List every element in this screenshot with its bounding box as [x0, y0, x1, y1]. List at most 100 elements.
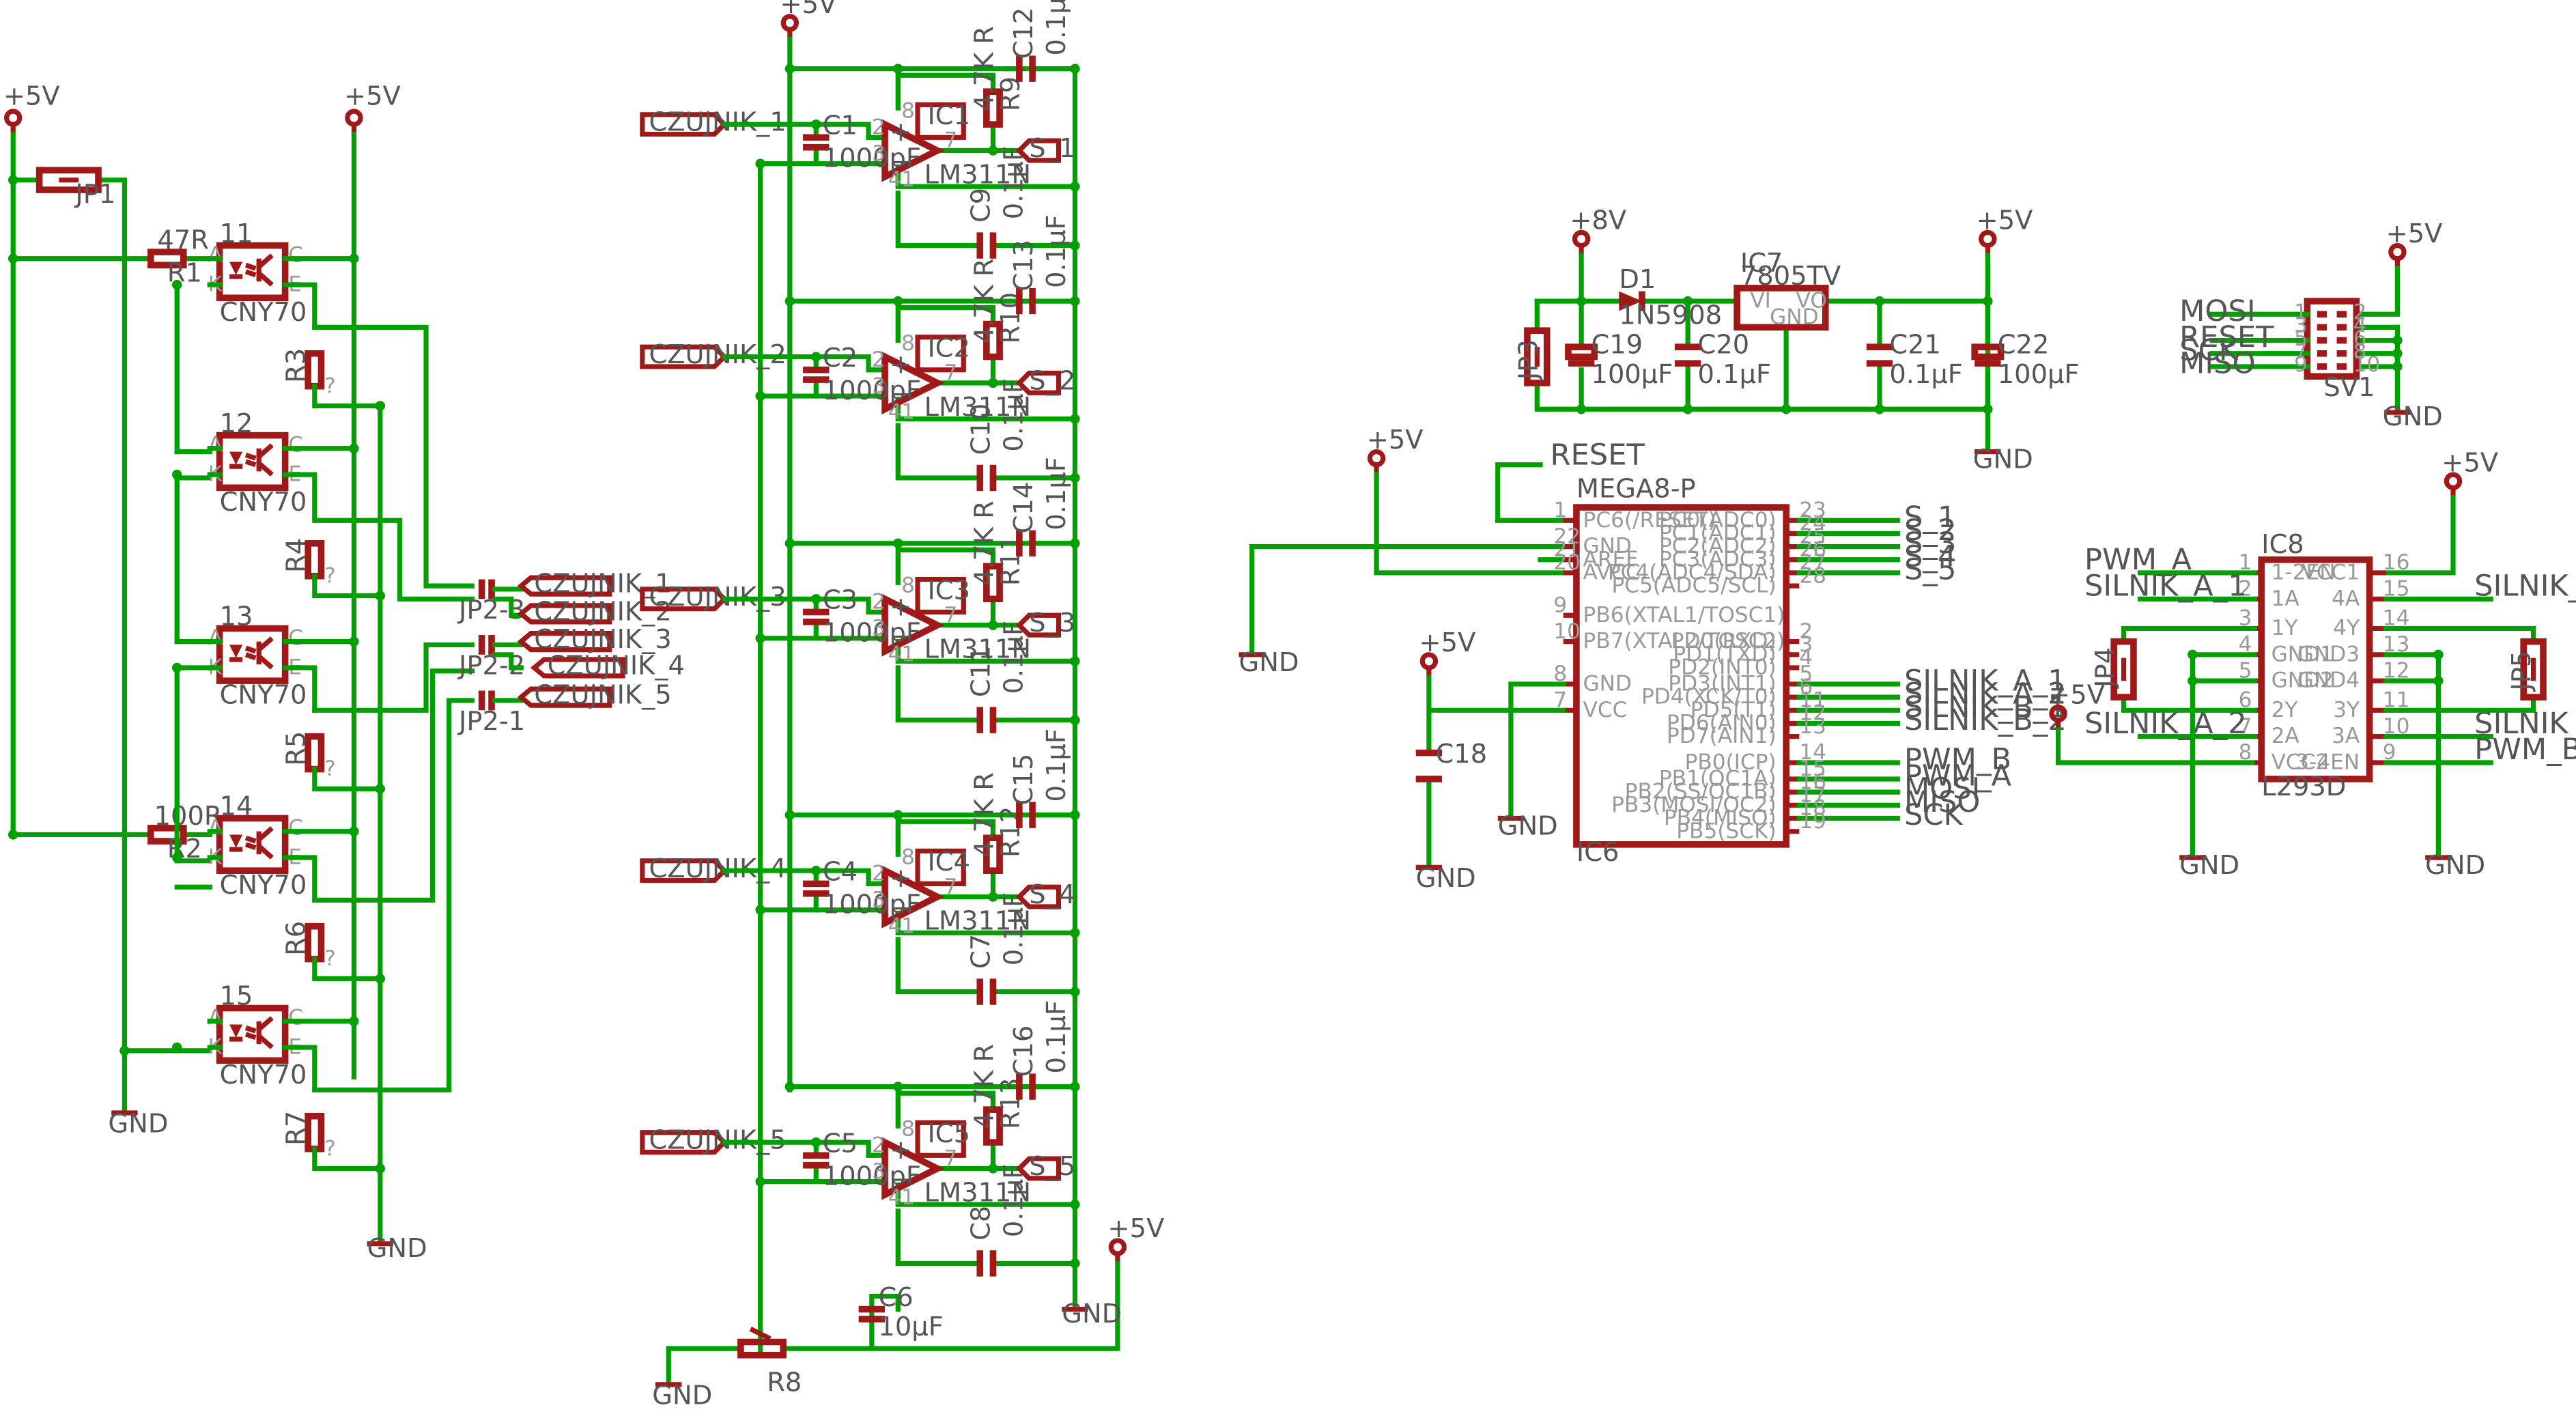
junction-dot — [375, 591, 386, 601]
isp-net-label: MISO — [2179, 347, 2255, 381]
pin-number: 3 — [872, 888, 886, 912]
junction-dot — [1070, 240, 1080, 251]
driver-pin-number: 16 — [2383, 550, 2410, 575]
gnd-label: GND — [1498, 810, 1558, 841]
opto-pin-c: C — [288, 1006, 303, 1030]
driver-pin-name: 1A — [2271, 586, 2300, 611]
jp5-jumper[interactable] — [2520, 638, 2547, 701]
jp4-jumper[interactable] — [2110, 638, 2137, 701]
opamp-minus: − — [890, 146, 911, 177]
junction-dot — [1070, 1081, 1080, 1092]
junction-dot — [811, 1137, 821, 1148]
isp-pin-number: 2 — [2353, 300, 2367, 324]
pin-number: 1 — [901, 1185, 915, 1210]
opamp-plus: + — [890, 1135, 911, 1165]
jp2-3-label: JP2-3 — [457, 595, 525, 625]
driver-pin-name: 3Y — [2333, 698, 2360, 722]
gnd-label: GND — [1062, 1299, 1122, 1329]
pull-resistor-value: ? — [324, 946, 336, 971]
c18-label: C18 — [1436, 739, 1488, 769]
pin-number: 7 — [944, 360, 957, 385]
net-flag — [517, 603, 612, 625]
supply-label: +5V — [344, 81, 401, 111]
gnd-label: GND — [1239, 647, 1299, 678]
opto-pin-a: A — [208, 1006, 223, 1030]
junction-dot — [8, 253, 18, 264]
gnd-label: GND — [2179, 850, 2239, 881]
driver-pin-name: GND1 — [2271, 642, 2334, 666]
supply-label: +8V — [1570, 206, 1626, 236]
resistor-r2 — [147, 825, 187, 845]
jp5-label: JP5 — [2506, 651, 2537, 692]
opto-part: CNY70 — [220, 1060, 307, 1090]
pin-number: 3 — [872, 1159, 886, 1184]
junction-dot — [1682, 404, 1693, 414]
net-flag-label: CZUJNIK_2 — [534, 596, 671, 627]
comparator-output-flag: S_2 — [1029, 366, 1075, 397]
mcu-pin-name: PC1(ADC1) — [1659, 521, 1777, 546]
opto-pin-a: A — [208, 815, 223, 840]
isp-pin-number: 4 — [2353, 313, 2367, 338]
pull-resistor-label: R4 — [281, 538, 311, 573]
gnd-label: GND — [1416, 863, 1476, 894]
mcu-pin-number: 13 — [1799, 714, 1826, 739]
isp-pin-number: 5 — [2294, 326, 2308, 351]
input-cap-value: 1000pF — [823, 376, 921, 406]
driver-pin-name: 2Y — [2271, 698, 2299, 722]
input-cap-value: 1000pF — [823, 618, 921, 649]
opto-part: CNY70 — [220, 487, 307, 518]
pin-number: 2 — [872, 348, 886, 372]
mcu-net-label: SILNIK_B_1 — [1904, 690, 2067, 724]
isp-pin-number: 10 — [2353, 352, 2381, 377]
pull-resistor-value: ? — [324, 1136, 336, 1161]
net-flag — [530, 657, 625, 679]
decoupling-cap-value: 0.1µF — [1041, 1000, 1072, 1073]
junction-dot — [172, 852, 182, 863]
mcu-net-label: MISO — [1904, 785, 1980, 819]
decoupling-cap-value: 0.1µF — [1041, 729, 1072, 802]
pull-resistor-label: R6 — [281, 921, 311, 956]
opto-pin-c: C — [288, 243, 303, 268]
pullup-value: 4.7K R — [969, 258, 1000, 343]
pot-r8[interactable] — [737, 1338, 787, 1359]
reg-cap-name: C21 — [1889, 330, 1941, 360]
comparator-chip: LM311N — [924, 906, 1031, 937]
opamp-plus: + — [890, 117, 911, 147]
junction-dot — [893, 810, 903, 820]
mcu-pin-name: PB1(OC1A) — [1659, 767, 1777, 791]
jp3-jumper[interactable] — [1524, 327, 1551, 386]
input-cap-name: C4 — [823, 857, 858, 888]
pullup-value: 4.7K R — [969, 1044, 1000, 1129]
supply-label: +5V — [2386, 218, 2443, 249]
driver-net-label: SILNIK_B_1 — [2474, 569, 2576, 604]
isp-header-sv1[interactable] — [2304, 298, 2360, 380]
driver-pin-name: GND4 — [2297, 668, 2360, 693]
net-flag-label: CZUJNIK_4 — [548, 651, 685, 681]
opto-part: CNY70 — [220, 680, 307, 711]
mcu-pin-number: 20 — [1553, 550, 1581, 575]
junction-dot — [1576, 404, 1587, 414]
reset-net-label: RESET — [1551, 438, 1645, 472]
pullup-name: R9 — [995, 76, 1026, 111]
junction-dot — [172, 469, 182, 480]
jp2-header[interactable] — [478, 579, 495, 711]
regulator-ic7 — [1733, 285, 1829, 331]
mcu-pin-number: 1 — [1553, 498, 1567, 522]
mcu-net-label: S_5 — [1904, 553, 1956, 587]
jp1-jumper[interactable] — [36, 167, 102, 193]
junction-dot — [119, 1045, 130, 1056]
pull-resistor-value: ? — [324, 563, 336, 588]
pin-number: 8 — [901, 845, 915, 870]
comparator-chip: LM311N — [924, 159, 1031, 190]
pin-number: 4 — [888, 642, 902, 666]
gnd-label: GND — [108, 1109, 168, 1140]
supply-label: +5V — [780, 0, 836, 20]
mcu-net-label: SILNIK_A_1 — [1904, 664, 2067, 698]
input-cap-value: 1000pF — [823, 890, 921, 920]
junction-dot — [1070, 715, 1080, 725]
pin-number: 7 — [944, 1146, 957, 1171]
opto-pin-c: C — [288, 815, 303, 840]
